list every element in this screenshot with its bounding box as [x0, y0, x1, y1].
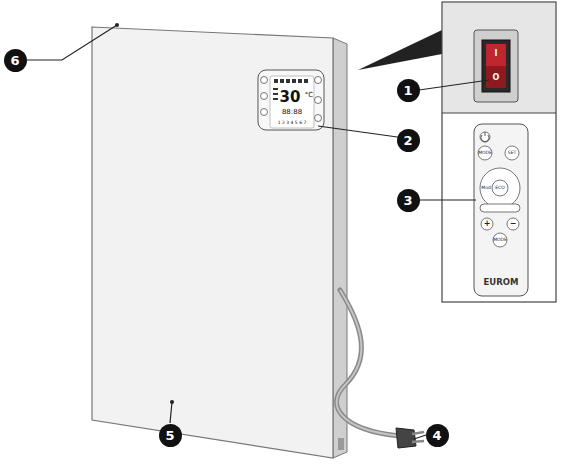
remote-button-label: Mod — [481, 186, 491, 191]
callout-number: 3 — [403, 193, 412, 208]
power-cable — [337, 290, 400, 436]
callout-number: 1 — [403, 83, 412, 98]
switch-area — [443, 3, 555, 113]
callout-number: 5 — [165, 428, 174, 443]
remote-control — [474, 124, 528, 296]
callout-circle: 3 — [397, 189, 420, 212]
callout-circle: 4 — [426, 424, 449, 447]
remote-button-label: − — [510, 220, 517, 228]
display-unit: °C — [305, 92, 313, 99]
callout-number: 2 — [403, 133, 412, 148]
display-temperature: 30 — [280, 90, 301, 105]
inset-frame — [442, 2, 556, 302]
panel-foot — [338, 438, 344, 450]
callout-circle: 1 — [397, 79, 420, 102]
remote-button-label: MODE — [493, 238, 507, 243]
inset-divider — [442, 113, 556, 114]
display-clock: 88:88 — [282, 109, 302, 116]
callout-circle: 5 — [159, 424, 182, 447]
remote-button-label: SET — [508, 151, 516, 156]
leader-lines — [27, 25, 489, 439]
control-display — [258, 70, 324, 130]
callout-circle: 2 — [397, 129, 420, 152]
rocker-switch — [474, 30, 518, 102]
callout-circle: 6 — [4, 49, 27, 72]
brand-logo: EUROM — [484, 278, 519, 287]
power-plug — [396, 428, 424, 448]
callout-number: 4 — [432, 428, 441, 443]
remote-button-label: + — [484, 220, 491, 228]
panel-front — [92, 27, 333, 458]
inset-pointer — [358, 30, 442, 70]
display-days: 1 2 3 4 5 6 7 — [278, 121, 307, 126]
display-buttons — [261, 77, 322, 122]
display-screen — [270, 76, 314, 128]
power-cable-core — [337, 290, 400, 436]
switch-on-mark: I — [495, 50, 498, 58]
callout-number: 6 — [10, 53, 19, 68]
switch-off-mark: O — [493, 74, 500, 82]
remote-button-label: ECO — [495, 186, 505, 191]
remote-button-label: MODE — [478, 151, 492, 156]
leader-dots — [115, 23, 174, 404]
